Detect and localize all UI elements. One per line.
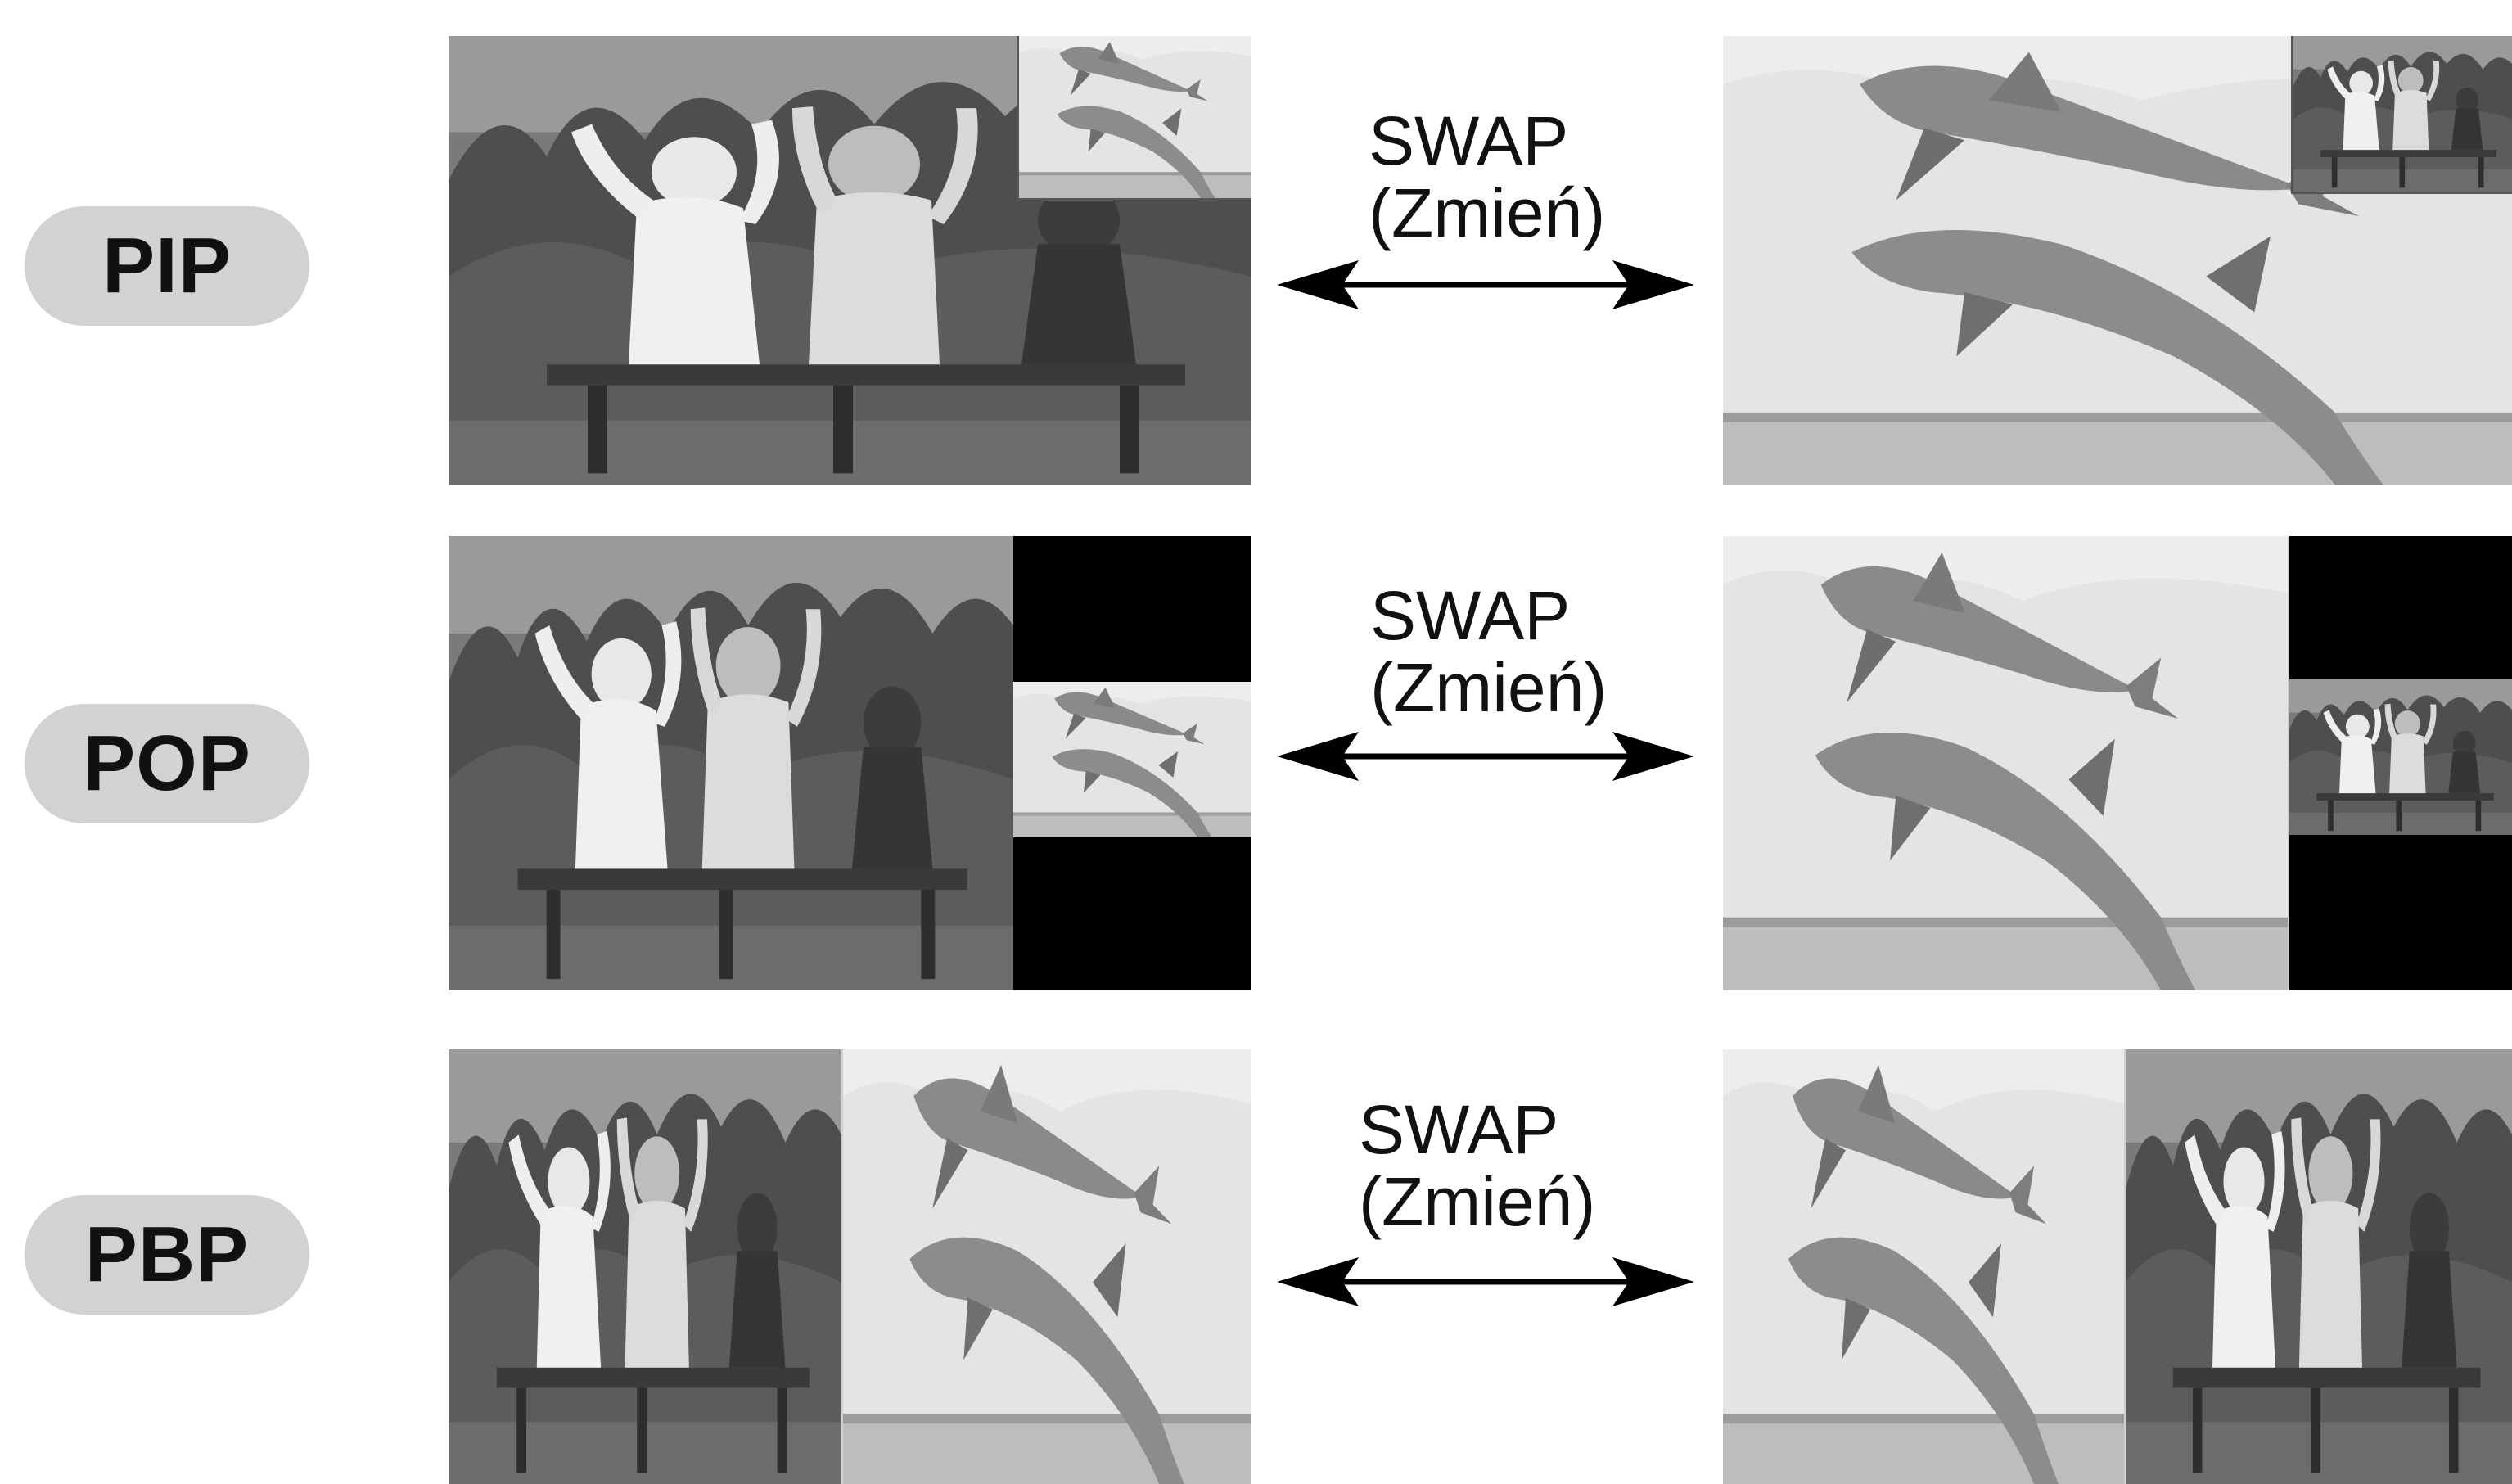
pop-side-panel: [1013, 536, 1251, 990]
swap-label-pop: SWAP (Zmień): [1370, 580, 1714, 724]
pip-screen-after: [1723, 36, 2512, 485]
dolphins-scene-image: [1723, 536, 2288, 990]
swap-subtext: (Zmień): [1359, 1163, 1596, 1240]
pbp-left-dolphins: [1723, 1049, 2124, 1484]
park-scene-image: [449, 1049, 841, 1484]
dolphins-scene-image: [843, 1049, 1251, 1484]
pip-inset-dolphins: [1017, 36, 1251, 201]
dolphins-scene-image: [1013, 682, 1251, 837]
swap-label-pbp: SWAP (Zmień): [1359, 1094, 1702, 1238]
pop-inset-park: [2289, 679, 2512, 835]
pop-side-panel: [2289, 536, 2512, 990]
dolphins-scene-image: [1019, 36, 1251, 198]
park-scene-image: [2126, 1049, 2512, 1484]
swap-text: SWAP: [1370, 577, 1571, 654]
mode-badge-pbp: PBP: [25, 1195, 309, 1315]
swap-subtext: (Zmień): [1369, 174, 1606, 251]
park-scene-image: [449, 536, 1013, 990]
pop-inset-dolphins: [1013, 682, 1251, 837]
park-scene-image: [2289, 679, 2512, 835]
double-arrow-icon: [1277, 732, 1694, 781]
swap-text: SWAP: [1369, 102, 1569, 179]
pop-screen-before: [449, 536, 1251, 990]
park-scene-image: [2293, 36, 2512, 192]
swap-text: SWAP: [1359, 1091, 1559, 1168]
double-arrow-icon: [1277, 1257, 1694, 1306]
swap-label-pip: SWAP (Zmień): [1369, 105, 1712, 249]
pbp-left-park: [449, 1049, 841, 1484]
double-arrow-icon: [1277, 260, 1694, 309]
pop-screen-after: [1723, 536, 2512, 990]
pip-screen-before: [449, 36, 1251, 485]
pbp-right-dolphins: [843, 1049, 1251, 1484]
mode-badge-pip: PIP: [25, 206, 309, 326]
mode-badge-pop: POP: [25, 704, 309, 823]
pip-inset-park: [2291, 36, 2512, 194]
pbp-right-park: [2126, 1049, 2512, 1484]
dolphins-scene-image: [1723, 1049, 2124, 1484]
pbp-screen-before: [449, 1049, 1251, 1484]
pbp-screen-after: [1723, 1049, 2512, 1484]
swap-subtext: (Zmień): [1370, 649, 1608, 726]
